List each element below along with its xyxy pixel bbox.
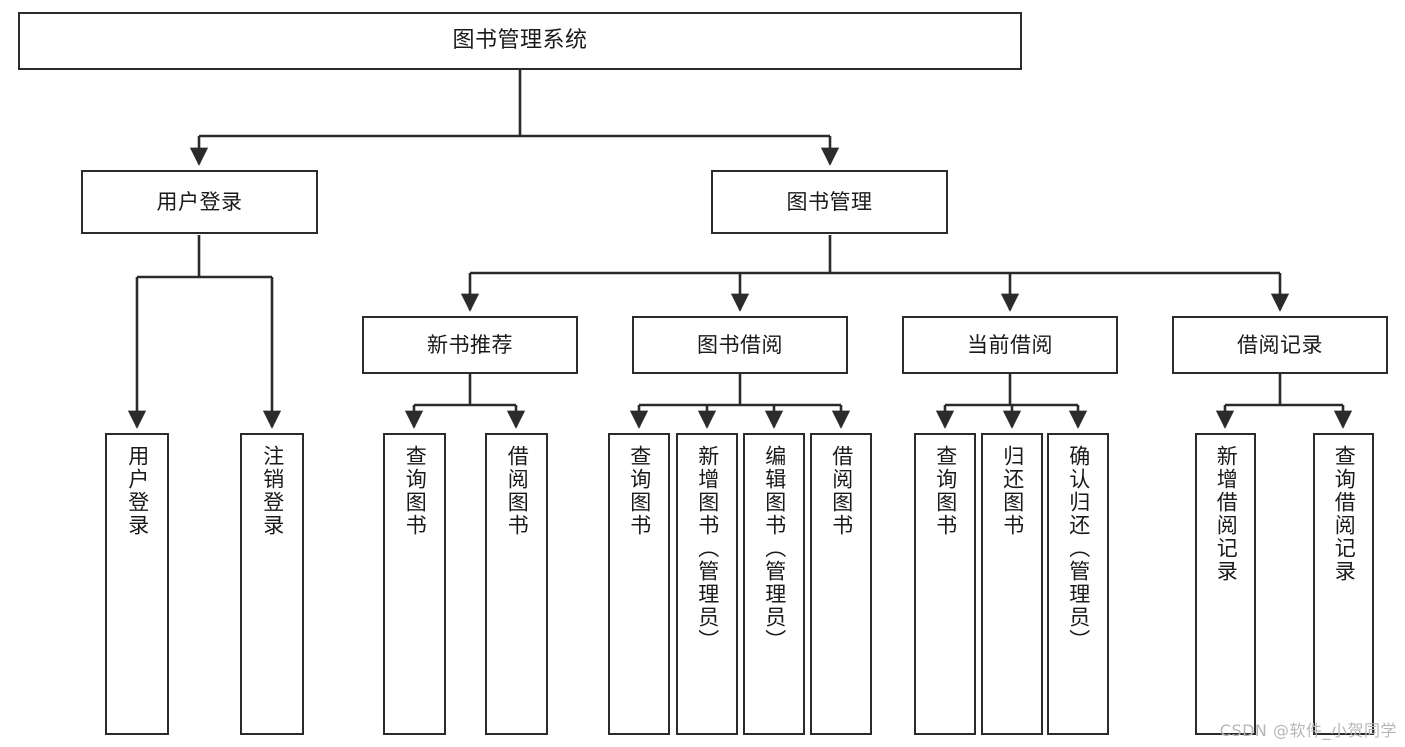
node-leaf-confirm-return[interactable]: 确认归还（管理员） [1047,433,1109,735]
node-leaf-query-book-3[interactable]: 查询图书 [914,433,976,735]
node-current-borrow-label: 当前借阅 [967,332,1053,357]
node-leaf-borrow-book-1[interactable]: 借阅图书 [485,433,548,735]
node-book-borrow[interactable]: 图书借阅 [632,316,848,374]
node-leaf-add-record-label: 新增借阅记录 [1214,445,1239,583]
node-leaf-user-login-label: 用户登录 [125,445,150,537]
node-leaf-edit-book[interactable]: 编辑图书（管理员） [743,433,805,735]
node-user-login-label: 用户登录 [156,189,243,214]
node-leaf-edit-book-label: 编辑图书（管理员） [762,445,787,652]
node-leaf-borrow-book-2[interactable]: 借阅图书 [810,433,872,735]
node-leaf-confirm-return-label: 确认归还（管理员） [1066,445,1091,652]
node-new-book-recommend[interactable]: 新书推荐 [362,316,578,374]
node-leaf-add-book-label: 新增图书（管理员） [695,445,720,652]
node-leaf-query-record[interactable]: 查询借阅记录 [1313,433,1374,735]
node-current-borrow[interactable]: 当前借阅 [902,316,1118,374]
node-leaf-add-book[interactable]: 新增图书（管理员） [676,433,738,735]
node-leaf-query-book-2-label: 查询图书 [627,445,652,537]
node-book-borrow-label: 图书借阅 [697,332,783,357]
node-book-manage-label: 图书管理 [786,189,873,214]
node-root-label: 图书管理系统 [452,28,588,54]
node-user-login[interactable]: 用户登录 [81,170,318,234]
node-leaf-query-book-3-label: 查询图书 [933,445,958,537]
node-leaf-return-book[interactable]: 归还图书 [981,433,1043,735]
node-book-manage[interactable]: 图书管理 [711,170,948,234]
node-leaf-user-login[interactable]: 用户登录 [105,433,169,735]
watermark: CSDN @软件_小贺同学 [1219,721,1397,740]
node-new-book-recommend-label: 新书推荐 [427,332,513,357]
node-leaf-query-book-1-label: 查询图书 [403,445,428,537]
node-leaf-query-book-2[interactable]: 查询图书 [608,433,670,735]
node-leaf-add-record[interactable]: 新增借阅记录 [1195,433,1256,735]
node-leaf-query-book-1[interactable]: 查询图书 [383,433,446,735]
node-root[interactable]: 图书管理系统 [18,12,1022,70]
node-leaf-return-book-label: 归还图书 [1000,445,1025,537]
node-leaf-query-record-label: 查询借阅记录 [1332,445,1357,583]
node-borrow-record-label: 借阅记录 [1237,332,1323,357]
node-leaf-logout-login-label: 注销登录 [260,445,285,537]
node-borrow-record[interactable]: 借阅记录 [1172,316,1388,374]
node-leaf-borrow-book-1-label: 借阅图书 [505,445,530,537]
node-leaf-borrow-book-2-label: 借阅图书 [829,445,854,537]
node-leaf-logout-login[interactable]: 注销登录 [240,433,304,735]
